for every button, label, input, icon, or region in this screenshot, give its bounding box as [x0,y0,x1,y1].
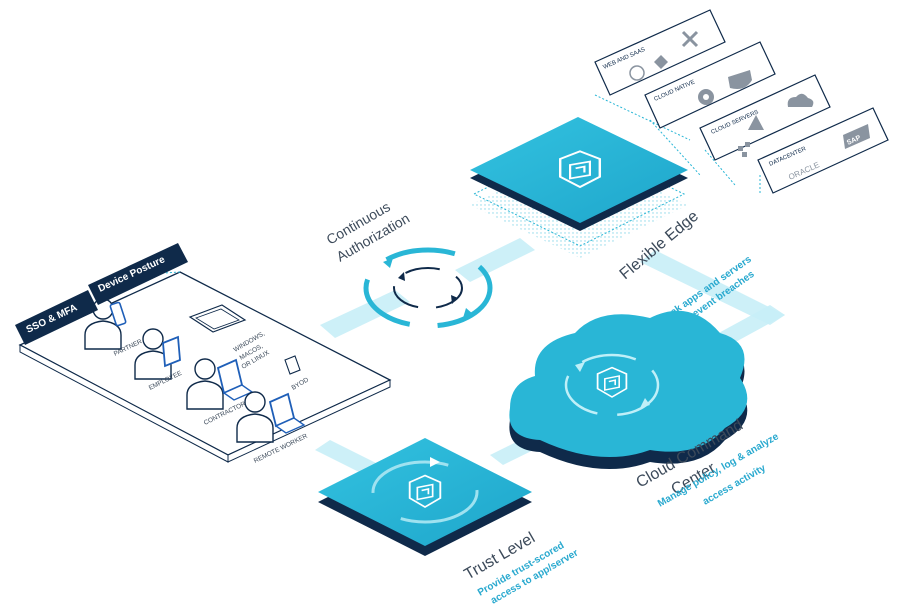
trust-ring [371,460,479,524]
diamond-icon [654,55,668,69]
continuous-authorization: Continuous Authorization [324,198,493,329]
docker-icon [728,70,752,89]
band-edge-to-cloud-b [715,305,785,345]
resource-stack: WEB AND SAAS CLOUD NATIVE CLOUD SERVERS [594,9,889,195]
tablet-icon [162,335,181,368]
arrow-icon [383,258,393,268]
arrow-icon [640,398,650,408]
cloud-shape [509,310,748,458]
band-users-to-auth [320,290,410,338]
laptop-icon-remote [268,392,306,434]
byod-device-icon [284,355,301,375]
arrow-icon [451,295,458,304]
auth-inner-ring [393,267,463,309]
card-cloud-servers: CLOUD SERVERS [699,74,831,161]
azure-icon [748,115,764,130]
x-logo-icon [681,30,699,48]
cloud-command-center: Cloud Command Center Manage policy, log … [509,310,781,510]
arrow-icon [398,272,405,281]
gcp-cloud-icon [787,93,814,107]
band-edge-to-cloud-a [640,250,785,325]
arrow-icon [463,308,473,318]
desktop-monitor-icon [188,304,247,333]
arrow-icon [575,362,585,372]
cloud-ring [564,353,660,417]
auth-outer-ring [363,247,493,329]
band-auth-to-edge [455,238,535,282]
band-users-to-trust [315,440,380,475]
arrow-icon [430,457,440,467]
wordpress-icon [629,65,645,81]
aws-cubes-icon [738,142,750,157]
phone-icon [109,301,127,327]
user-platform: PARTNER EMPLOYEE CONTRACTOR REMOTE WORKE… [18,271,392,465]
